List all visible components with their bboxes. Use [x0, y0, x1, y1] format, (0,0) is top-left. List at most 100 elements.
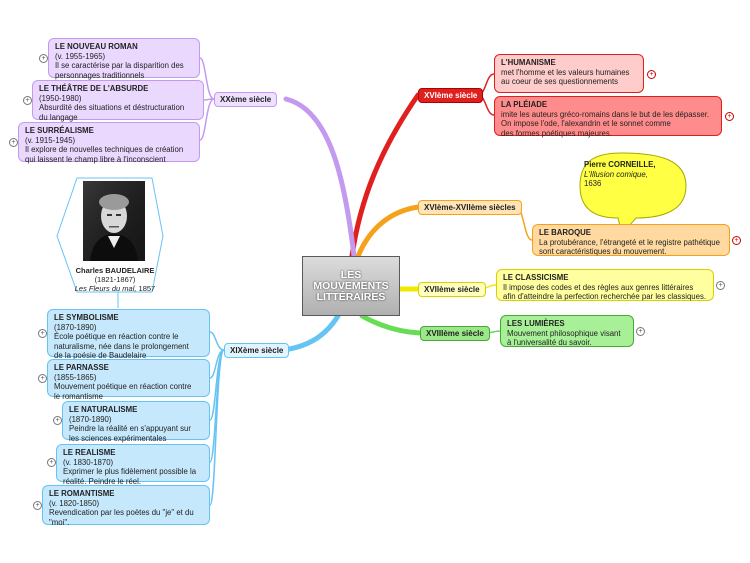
card-title: LE NATURALISME — [69, 405, 138, 414]
expand-icon[interactable]: + — [53, 416, 62, 425]
branch-xviii[interactable]: XVIIIème siècle — [420, 326, 490, 341]
card-classicisme[interactable]: LE CLASSICISME Il impose des codes et de… — [496, 269, 714, 301]
card-text: Absurdité des situations et déstructurat… — [39, 103, 185, 112]
central-line-2: MOUVEMENTS — [313, 279, 389, 292]
expand-icon[interactable]: + — [47, 458, 56, 467]
card-text: École poétique en réaction contre le — [54, 332, 179, 341]
card-text: Exprimer le plus fidèlement possible la — [63, 467, 197, 476]
card-text: les sciences expérimentales — [69, 433, 167, 443]
callout-corneille: Pierre CORNEILLE, L'Illusion comique, 16… — [584, 160, 664, 189]
card-title: LE SURRÉALISME — [25, 126, 94, 135]
card-absurde[interactable]: LE THÉÂTRE DE L'ABSURDE (1950-1980) Absu… — [32, 80, 204, 122]
card-text: Il explore de nouvelles techniques de cr… — [25, 145, 184, 154]
expand-icon[interactable]: + — [716, 281, 725, 290]
card-title: LA PLÉIADE — [501, 100, 548, 109]
card-naturalisme[interactable]: LE NATURALISME (1870-1890) Peindre la ré… — [62, 401, 210, 443]
card-title: LE REALISME — [63, 448, 116, 457]
expand-icon[interactable]: + — [23, 96, 32, 105]
card-realisme[interactable]: LE REALISME (v. 1830-1870) Exprimer le p… — [56, 444, 210, 486]
central-line-3: LITTÉRAIRES — [316, 290, 386, 303]
portrait-year: 1857 — [136, 284, 156, 293]
expand-icon[interactable]: + — [38, 329, 47, 338]
card-text: réalité. Peindre le réel. — [63, 476, 142, 486]
callout-bubble — [579, 152, 687, 236]
card-text: personnages traditionnels — [55, 70, 145, 80]
card-title: LE THÉÂTRE DE L'ABSURDE — [39, 84, 149, 93]
card-title: LE ROMANTISME — [49, 489, 115, 498]
card-baroque[interactable]: LE BAROQUE La protubérance, l'étrangeté … — [532, 224, 730, 256]
callout-name: Pierre CORNEILLE, — [584, 160, 656, 169]
card-text: Revendication par les poètes du "je" et … — [49, 508, 194, 517]
connector-xix — [281, 313, 341, 353]
card-text: des formes poétiques majeures. — [501, 128, 612, 138]
connector-xx — [283, 96, 357, 259]
portrait-caption: Charles BAUDELAIRE (1821-1867) Les Fleur… — [70, 266, 160, 293]
branch-xvii[interactable]: XVIIème siècle — [418, 282, 486, 297]
card-text: du langage — [39, 112, 78, 122]
card-text: Peindre la réalité en s'appuyant sur — [69, 424, 191, 433]
card-text: qui laissent le champ libre à l'inconsci… — [25, 154, 166, 164]
card-text: imite les auteurs gréco-romains dans le … — [501, 109, 710, 119]
expand-icon[interactable]: + — [732, 236, 741, 245]
card-humanisme[interactable]: L'HUMANISME met l'homme et les valeurs h… — [494, 54, 644, 93]
card-text: (v. 1830-1870) — [63, 457, 114, 467]
connector-xvi — [349, 92, 421, 259]
central-line-1: LES — [340, 268, 362, 281]
callout-year: 1636 — [584, 179, 602, 188]
card-text: naturalisme, née dans le prolongement — [54, 341, 189, 351]
card-text: Il se caractérise par la disparition des — [55, 61, 184, 70]
card-text: sont caractéristiques du mouvement. — [539, 247, 667, 256]
branch-xvi-xvii[interactable]: XVIème-XVIIème siècles — [418, 200, 522, 215]
card-pleiade[interactable]: LA PLÉIADE imite les auteurs gréco-romai… — [494, 96, 722, 138]
card-text: (1870-1890) — [54, 322, 97, 332]
card-title: L'HUMANISME — [501, 58, 556, 67]
connector-nouveau-roman — [199, 57, 215, 100]
connector-surrealisme — [199, 98, 215, 141]
card-text: La protubérance, l'étrangeté et le regis… — [539, 237, 720, 247]
expand-icon[interactable]: + — [647, 70, 656, 79]
card-text: "moi". — [49, 517, 70, 527]
card-symbolisme[interactable]: LE SYMBOLISME (1870-1890) École poétique… — [47, 309, 210, 360]
connector-romantisme — [209, 349, 225, 506]
portrait-name: Charles BAUDELAIRE — [75, 266, 155, 275]
card-title: LE BAROQUE — [539, 228, 591, 237]
card-title: LES LUMIÈRES — [507, 319, 565, 328]
connector-xviii — [359, 313, 423, 336]
card-text: afin d'atteindre la perfection recherché… — [503, 292, 707, 301]
card-text: (1855-1865) — [54, 372, 97, 382]
central-topic[interactable]: LES MOUVEMENTS LITTÉRAIRES — [302, 256, 400, 316]
portrait-work: Les Fleurs du mal, — [74, 284, 137, 293]
card-romantisme[interactable]: LE ROMANTISME (v. 1820-1850) Revendicati… — [42, 485, 210, 527]
card-parnasse[interactable]: LE PARNASSE (1855-1865) Mouvement poétiq… — [47, 359, 210, 401]
card-surrealisme[interactable]: LE SURRÉALISME (v. 1915-1945) Il explore… — [18, 122, 200, 164]
card-text: le romantisme — [54, 391, 103, 401]
branch-xvi[interactable]: XVIème siècle — [418, 88, 484, 103]
card-text: (1950-1980) — [39, 93, 82, 103]
expand-icon[interactable]: + — [33, 501, 42, 510]
card-title: LE NOUVEAU ROMAN — [55, 42, 138, 51]
callout-work: L'Illusion comique, — [584, 169, 648, 179]
card-text: de la poésie de Baudelaire — [54, 351, 147, 360]
expand-icon[interactable]: + — [636, 327, 645, 336]
baudelaire-portrait — [83, 181, 145, 261]
connector-xvi-xvii — [353, 204, 421, 265]
expand-icon[interactable]: + — [39, 54, 48, 63]
card-text: (v. 1955-1965) — [55, 51, 106, 61]
card-text: Mouvement poétique en réaction contre — [54, 382, 192, 391]
connector-symbolisme — [209, 331, 225, 351]
card-text: Mouvement philosophique visant — [507, 328, 621, 338]
expand-icon[interactable]: + — [9, 138, 18, 147]
card-nouveau-roman[interactable]: LE NOUVEAU ROMAN (v. 1955-1965) Il se ca… — [48, 38, 200, 80]
card-text: Il impose des codes et des règles aux ge… — [503, 282, 694, 292]
branch-xx[interactable]: XXème siècle — [214, 92, 278, 107]
expand-icon[interactable]: + — [725, 112, 734, 121]
expand-icon[interactable]: + — [38, 374, 47, 383]
card-text: met l'homme et les valeurs humaines — [501, 67, 630, 77]
card-lumieres[interactable]: LES LUMIÈRES Mouvement philosophique vis… — [500, 315, 634, 347]
card-text: On impose l'ode, l'alexandrin et le sonn… — [501, 119, 671, 128]
card-title: LE PARNASSE — [54, 363, 109, 372]
card-title: LE SYMBOLISME — [54, 313, 119, 322]
branch-xix[interactable]: XIXème siècle — [224, 343, 290, 358]
card-text: (v. 1820-1850) — [49, 498, 100, 508]
